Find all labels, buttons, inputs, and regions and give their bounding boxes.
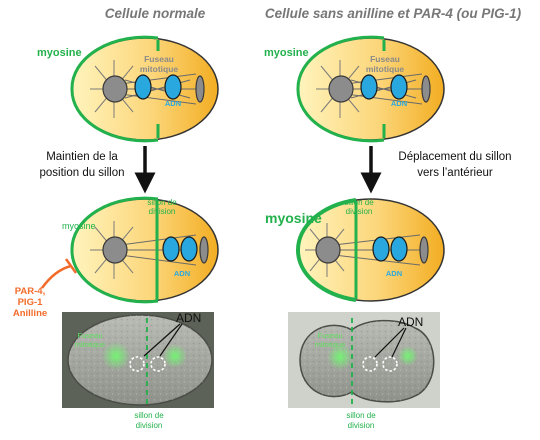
spindle-label: Fuseau bbox=[144, 54, 174, 64]
photo-spindle-label: Fuseau bbox=[77, 331, 102, 340]
par4-label: PAR-4, bbox=[15, 286, 45, 297]
cell-bottom-right: ADN bbox=[295, 198, 445, 302]
furrow-label-br-1: sillon de bbox=[344, 198, 374, 207]
cell-top-left: Fuseau mitotique ADN bbox=[70, 35, 219, 143]
nucleus-left bbox=[129, 356, 145, 372]
furrow-label-bl-2: division bbox=[149, 207, 176, 216]
furrow-photo-label-r-1: sillon de bbox=[346, 411, 376, 420]
nucleus-right bbox=[150, 356, 166, 372]
micrograph-right: Fuseau mitotique bbox=[288, 312, 440, 408]
spindle-label: Fuseau bbox=[370, 54, 400, 64]
micrograph-left: Fuseau mitotique bbox=[62, 312, 214, 408]
caption-right-1: Déplacement du sillon bbox=[398, 151, 511, 163]
myosin-label-top-left: myosine bbox=[37, 47, 82, 59]
photo-spindle-label-2: mitotique bbox=[75, 340, 105, 349]
dna-right bbox=[164, 74, 182, 100]
myosin-label-top-right: myosine bbox=[264, 47, 309, 59]
myosin-label-bottom-left: myosine bbox=[62, 221, 96, 231]
anilline-label: Anilline bbox=[13, 308, 47, 319]
dna-label: ADN bbox=[391, 99, 407, 108]
spindle-label-2: mitotique bbox=[366, 64, 405, 74]
caption-left-2: position du sillon bbox=[39, 167, 124, 179]
dna-label: ADN bbox=[386, 269, 402, 278]
photo-spindle-label: Fuseau bbox=[317, 331, 342, 340]
header-mutant-cell: Cellule sans anilline et PAR-4 (ou PIG-1… bbox=[265, 6, 522, 21]
myosin-cortex bbox=[70, 35, 159, 90]
photo-spindle-label-2: mitotique bbox=[315, 340, 345, 349]
adn-photo-label-right: ADN bbox=[398, 315, 423, 329]
furrow-photo-label-l-2: division bbox=[136, 421, 163, 430]
spindle-label-2: mitotique bbox=[140, 64, 179, 74]
dna-left bbox=[134, 74, 152, 100]
furrow-label-bl-1: sillon de bbox=[147, 198, 177, 207]
adn-photo-label-left: ADN bbox=[176, 311, 201, 325]
furrow-photo-label-l-1: sillon de bbox=[134, 411, 164, 420]
posterior-centrosome bbox=[195, 75, 205, 103]
header-normal-cell: Cellule normale bbox=[105, 6, 206, 21]
anterior-centrosome bbox=[102, 75, 128, 103]
cell-bottom-left: ADN bbox=[70, 196, 219, 304]
dna-label: ADN bbox=[174, 269, 190, 278]
inhibitor-arrow bbox=[40, 258, 78, 289]
pig1-label: PIG-1 bbox=[18, 297, 44, 308]
caption-right-2: vers l’antérieur bbox=[417, 167, 493, 179]
furrow-photo-label-r-2: division bbox=[348, 421, 375, 430]
cell-top-right: Fuseau mitotique ADN bbox=[296, 35, 445, 143]
furrow-label-br-2: division bbox=[346, 207, 373, 216]
myosin-label-bottom-right: myosine bbox=[265, 210, 322, 226]
dna-label: ADN bbox=[165, 99, 181, 108]
caption-left-1: Maintien de la bbox=[46, 151, 118, 163]
